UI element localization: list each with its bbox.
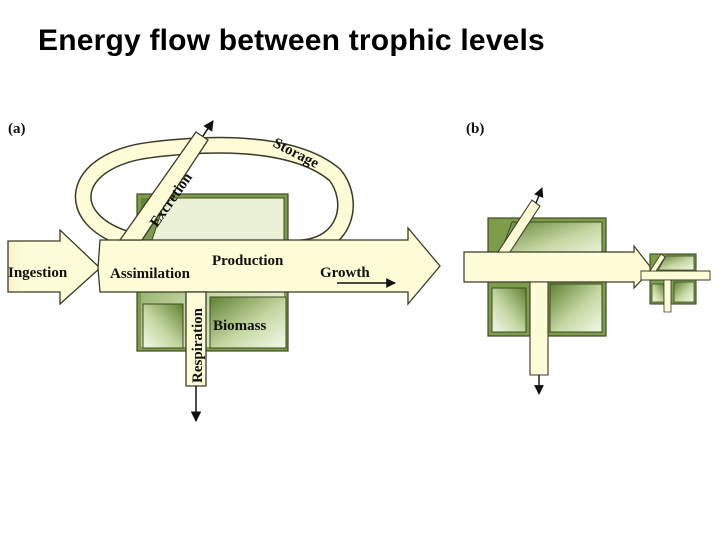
panel-a-label: (a) (8, 121, 26, 137)
respiration-branch-large (529, 281, 549, 376)
biomass-label: Biomass (213, 318, 267, 334)
storage-loop (76, 138, 353, 255)
panel-b-label: (b) (466, 121, 484, 137)
assimilation-label: Assimilation (110, 266, 191, 282)
excretion-branch (118, 131, 209, 241)
biomass-block-large-lower-right (549, 283, 603, 333)
excretion-arrowhead (202, 120, 214, 137)
respiration-branch-small (663, 279, 672, 313)
biomass-block-small-upper (657, 255, 695, 271)
biomass-block-small-lower-right (673, 281, 695, 303)
respiration-branch (185, 291, 207, 387)
flow-arrow-large (463, 244, 653, 290)
excretion-branch-small (649, 253, 666, 272)
excretion-branch-large (496, 199, 541, 253)
panel-a: (a) Ingestion Assimilation P (7, 120, 441, 423)
biomass-block-lower-right (209, 296, 287, 349)
growth-label: Growth (320, 265, 370, 281)
biomass-block-lower-left (142, 303, 184, 349)
panel-b: (b) (463, 121, 711, 395)
ingestion-arrow (7, 228, 101, 306)
slide-title: Energy flow between trophic levels (38, 24, 545, 57)
respiration-label: Respiration (190, 307, 206, 383)
flow-arrow-small (640, 270, 711, 281)
biomass-block-large-lower-left (491, 287, 527, 333)
ingestion-label: Ingestion (8, 265, 68, 281)
production-label: Production (212, 253, 284, 269)
biomass-block-small-lower-left (651, 283, 665, 303)
assimilation-production-arrow (97, 226, 441, 306)
excretion-arrowhead-large (534, 187, 544, 204)
